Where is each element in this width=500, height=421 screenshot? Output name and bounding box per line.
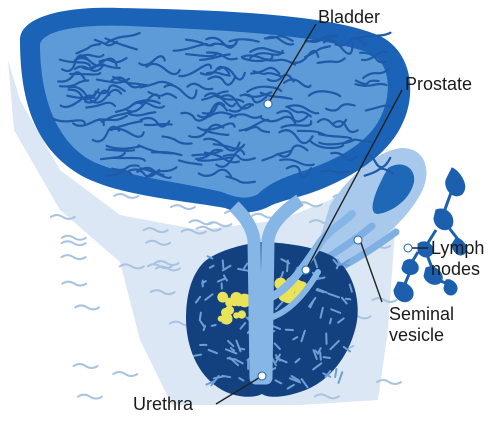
gland-texture	[335, 369, 336, 377]
tissue-fiber	[62, 236, 86, 240]
label-lymph-line1: Lymph	[431, 238, 484, 259]
gland-texture	[239, 348, 244, 349]
label-seminal-line1: Seminal	[389, 304, 454, 325]
tissue-fiber	[74, 364, 98, 368]
cancer-cell	[217, 292, 228, 303]
prostate-dot	[302, 266, 310, 274]
label-lymph-nodes: Lymph nodes	[431, 238, 484, 280]
tissue-fiber	[62, 282, 86, 286]
tissue-fiber	[171, 205, 195, 209]
tissue-fiber	[78, 395, 102, 399]
gland-texture	[200, 313, 201, 321]
gland-texture	[287, 261, 288, 271]
label-lymph-line2: nodes	[431, 259, 484, 280]
tissue-fiber	[62, 241, 86, 245]
label-seminal-vesicle: Seminal vesicle	[389, 304, 454, 346]
bladder-fold	[145, 124, 172, 125]
bladder-dot	[264, 100, 272, 108]
label-urethra: Urethra	[133, 394, 193, 415]
gland-texture	[330, 319, 331, 324]
tissue-fiber	[377, 380, 401, 384]
gland-texture	[222, 376, 230, 377]
seminal-dot	[354, 236, 362, 244]
tissue-fiber	[75, 305, 99, 309]
gland-texture	[223, 260, 224, 268]
gland-texture	[320, 352, 321, 360]
tissue-fiber	[114, 194, 138, 198]
urethra-dot	[258, 372, 266, 380]
tissue-fiber	[62, 255, 86, 259]
gland-texture	[212, 325, 216, 326]
cancer-cell	[221, 313, 233, 325]
gland-texture	[194, 355, 201, 356]
label-bladder: Bladder	[318, 7, 380, 28]
label-seminal-line2: vesicle	[389, 325, 454, 346]
label-prostate: Prostate	[405, 74, 472, 95]
tissue-fiber	[113, 372, 137, 376]
cancer-cell	[236, 300, 242, 306]
lymph-dot	[404, 244, 412, 252]
gland-texture	[346, 299, 350, 300]
bladder-fold	[321, 171, 350, 172]
cancer-cell	[233, 312, 239, 318]
gland-texture	[324, 357, 330, 358]
